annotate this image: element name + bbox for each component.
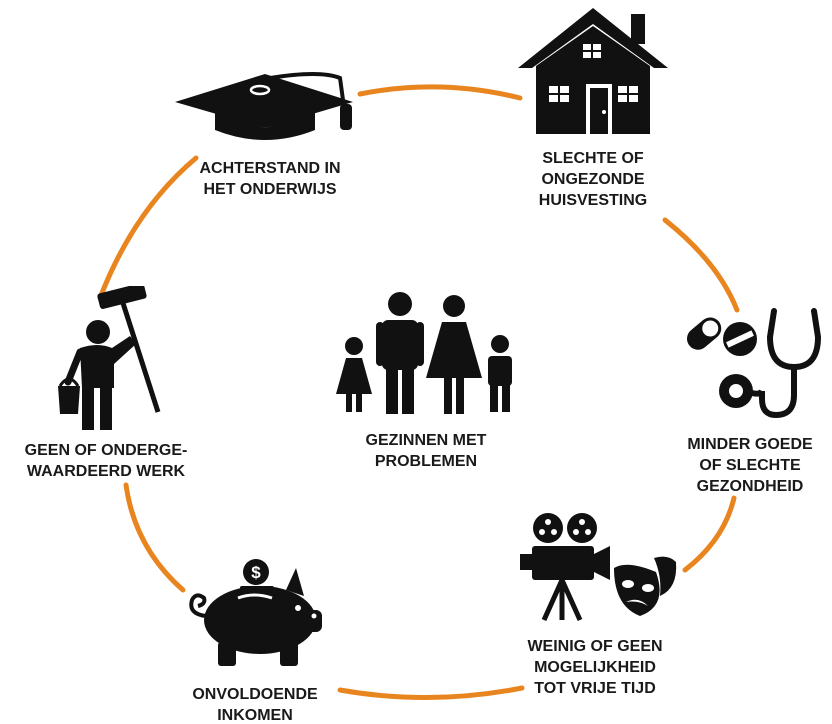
label-leisure: WEINIG OF GEEN MOGELIJKHEID TOT VRIJE TI… bbox=[510, 636, 680, 699]
ring-arc-income-work bbox=[123, 482, 186, 593]
ring-arc-housing-health bbox=[662, 217, 740, 313]
label-work-line-2: WAARDEERD WERK bbox=[26, 463, 186, 480]
pills-stethoscope-icon bbox=[686, 308, 822, 419]
label-leisure-line-2: MOGELIJKHEID bbox=[534, 659, 656, 676]
label-health: MINDER GOEDE OF SLECHTE GEZONDHEID bbox=[668, 434, 832, 497]
label-health-line-1: MINDER GOEDE bbox=[687, 436, 813, 453]
label-health-line-3: GEZONDHEID bbox=[696, 478, 804, 495]
label-housing-line-2: ONGEZONDE bbox=[541, 171, 645, 188]
label-work: GEEN OF ONDERGE- WAARDEERD WERK bbox=[8, 440, 204, 482]
label-income-line-2: INKOMEN bbox=[217, 707, 293, 724]
label-housing-line-3: HUISVESTING bbox=[538, 192, 648, 209]
label-center-line-1: GEZINNEN MET bbox=[365, 432, 487, 449]
label-housing-line-1: SLECHTE OF bbox=[542, 150, 644, 167]
family-icon bbox=[336, 292, 512, 414]
piggy-bank-icon: $ bbox=[189, 559, 322, 666]
film-camera-theater-masks-icon bbox=[520, 513, 677, 622]
label-income: ONVOLDOENDE INKOMEN bbox=[180, 684, 330, 724]
label-health-line-2: OF SLECHTE bbox=[699, 457, 801, 474]
label-education: ACHTERSTAND IN HET ONDERWIJS bbox=[170, 158, 370, 200]
label-housing: SLECHTE OF ONGEZONDE HUISVESTING bbox=[513, 148, 673, 211]
label-work-line-1: GEEN OF ONDERGE- bbox=[24, 442, 188, 459]
label-center-line-2: PROBLEMEN bbox=[374, 453, 478, 470]
ring-arc-leisure-income bbox=[337, 685, 525, 700]
label-leisure-line-3: TOT VRIJE TIJD bbox=[534, 680, 656, 697]
svg-text:$: $ bbox=[251, 563, 261, 582]
ring-arc-work-education bbox=[97, 155, 199, 301]
house-icon bbox=[518, 8, 668, 134]
graduation-cap-icon bbox=[175, 72, 353, 140]
label-center: GEZINNEN MET PROBLEMEN bbox=[336, 430, 516, 472]
ring-arc-health-leisure bbox=[682, 495, 737, 573]
label-income-line-1: ONVOLDOENDE bbox=[192, 686, 318, 703]
label-education-line-1: ACHTERSTAND IN bbox=[199, 160, 341, 177]
ring-arc-education-housing bbox=[357, 84, 523, 101]
label-leisure-line-1: WEINIG OF GEEN bbox=[527, 638, 663, 655]
label-education-line-2: HET ONDERWIJS bbox=[203, 181, 337, 198]
painter-worker-icon bbox=[58, 286, 161, 430]
